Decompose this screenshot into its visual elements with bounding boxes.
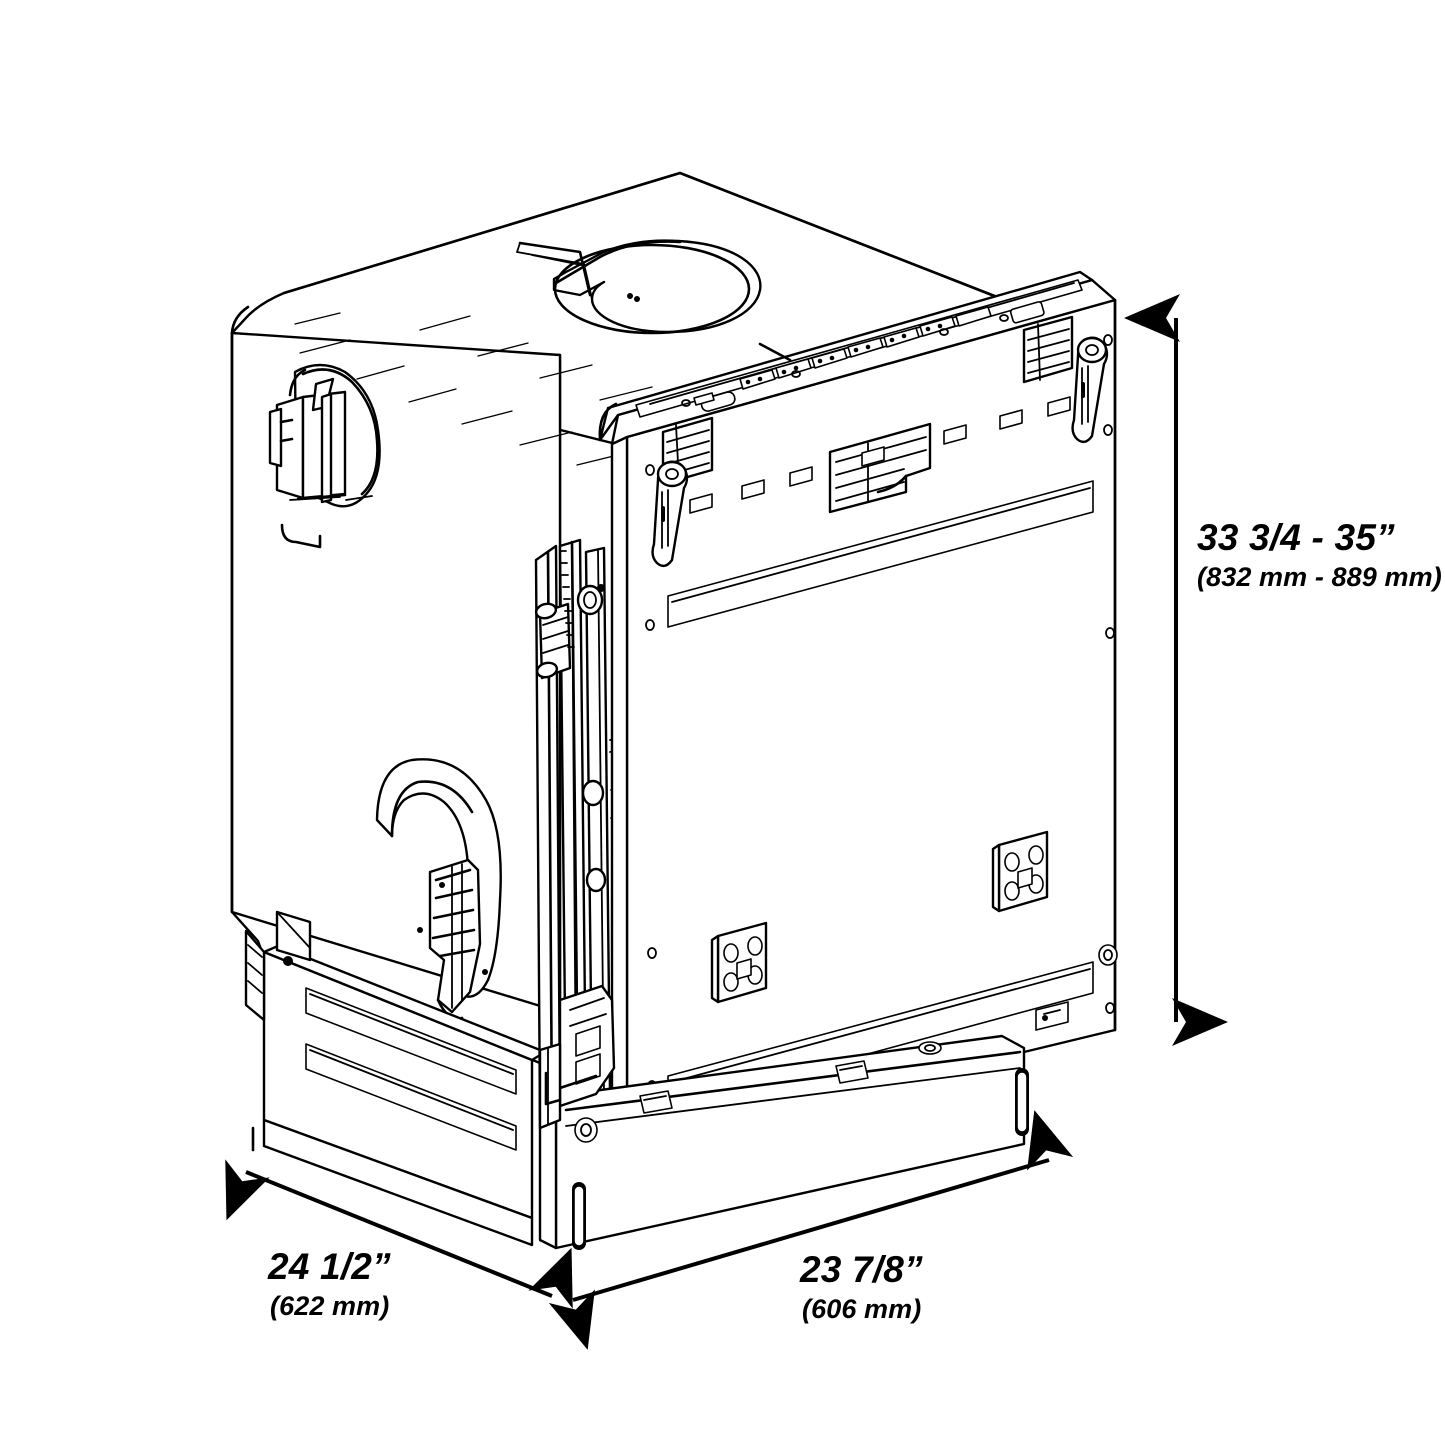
left-side-hose-bracket — [268, 363, 381, 508]
width-dimension-secondary: (606 mm) — [802, 1293, 922, 1324]
door-retaining-tabs — [689, 396, 1071, 514]
door-center-vent — [828, 422, 932, 514]
depth-dimension-primary: 24 1/2” — [268, 1246, 391, 1287]
width-dimension-primary: 23 7/8” — [800, 1249, 923, 1290]
rail-clip-upper — [534, 550, 575, 680]
width-dimension-label: 23 7/8” (606 mm) — [800, 1250, 923, 1324]
rear-hose-clip-assembly — [417, 858, 488, 1020]
door-upper-recess — [667, 480, 1094, 628]
orientation-marking-L — [544, 1071, 562, 1106]
mounting-plate-left — [710, 921, 768, 1004]
door-adjust-slot-right — [1071, 336, 1109, 444]
dimension-line-depth[interactable] — [225, 1159, 573, 1309]
top-panel-keyhole-cutout — [516, 239, 762, 335]
mounting-plate-right — [991, 830, 1049, 913]
left-panel-hook-mark — [280, 523, 322, 549]
door-adjust-slot-left — [651, 460, 689, 568]
height-dimension-label: 33 3/4 - 35” (832 mm - 889 mm) — [1197, 518, 1442, 592]
control-panel-strip — [635, 279, 1083, 418]
height-dimension-secondary: (832 mm - 889 mm) — [1197, 561, 1442, 592]
lower-hinge-bracket — [538, 984, 616, 1143]
door-hinge-rail-column — [534, 538, 612, 1122]
dimension-line-width[interactable] — [548, 1110, 1074, 1350]
depth-dimension-label: 24 1/2” (622 mm) — [268, 1247, 391, 1321]
depth-dimension-secondary: (622 mm) — [270, 1290, 390, 1321]
rail-rollers — [576, 584, 607, 893]
louver-vent-right — [1022, 315, 1074, 384]
door-latch-catch — [1035, 1001, 1069, 1031]
height-dimension-primary: 33 3/4 - 35” — [1197, 517, 1395, 558]
